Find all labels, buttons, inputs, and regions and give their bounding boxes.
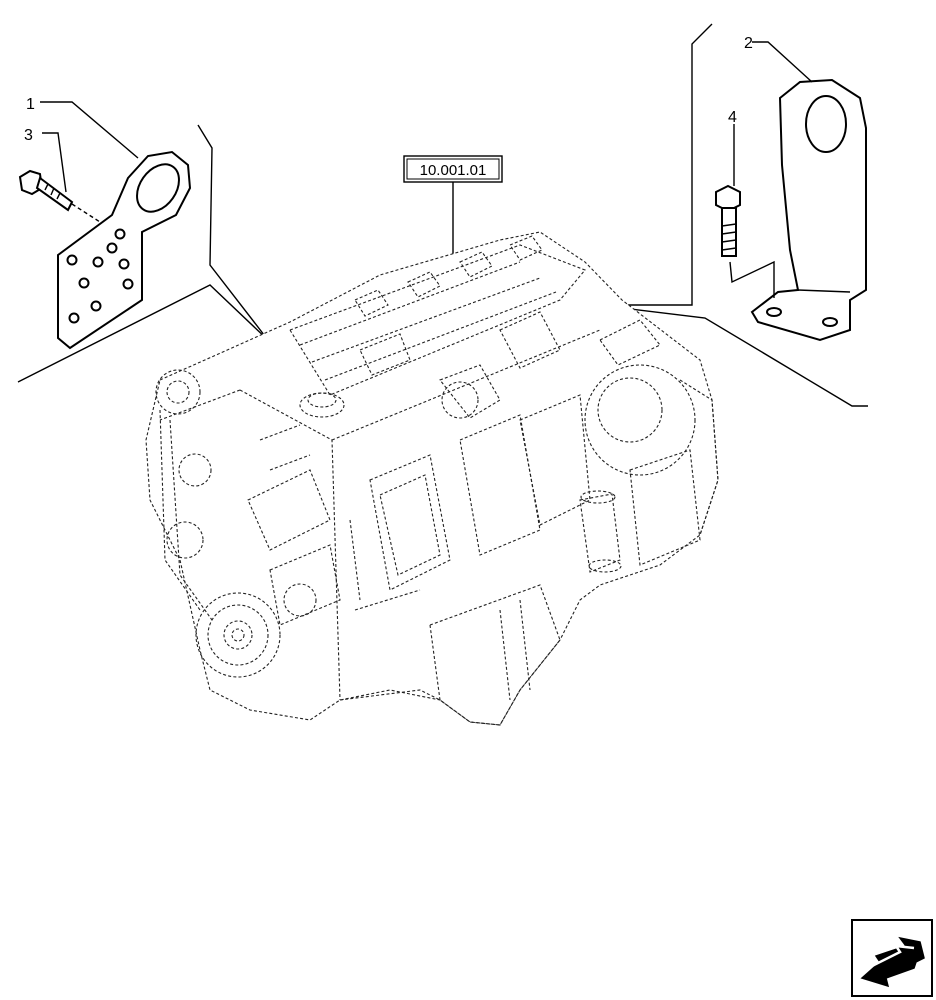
callout-2: 2 [744,35,753,52]
callout-1: 1 [26,96,35,113]
bolt-part-4[interactable] [715,184,775,298]
front-lifting-bracket-group [17,101,271,383]
bracket-part-2[interactable] [750,78,867,342]
bracket-part-1[interactable] [57,150,192,350]
corner-arrow-icon[interactable] [851,919,933,997]
callout-3: 3 [24,127,33,144]
bolt-part-3[interactable] [18,169,101,223]
callout-4: 4 [728,109,737,126]
engine-reference-box[interactable] [403,155,503,183]
reference-box-label: 10.001.01 [420,162,487,179]
engine-phantom-outline [145,231,719,726]
rear-lifting-bracket-group [618,23,868,407]
